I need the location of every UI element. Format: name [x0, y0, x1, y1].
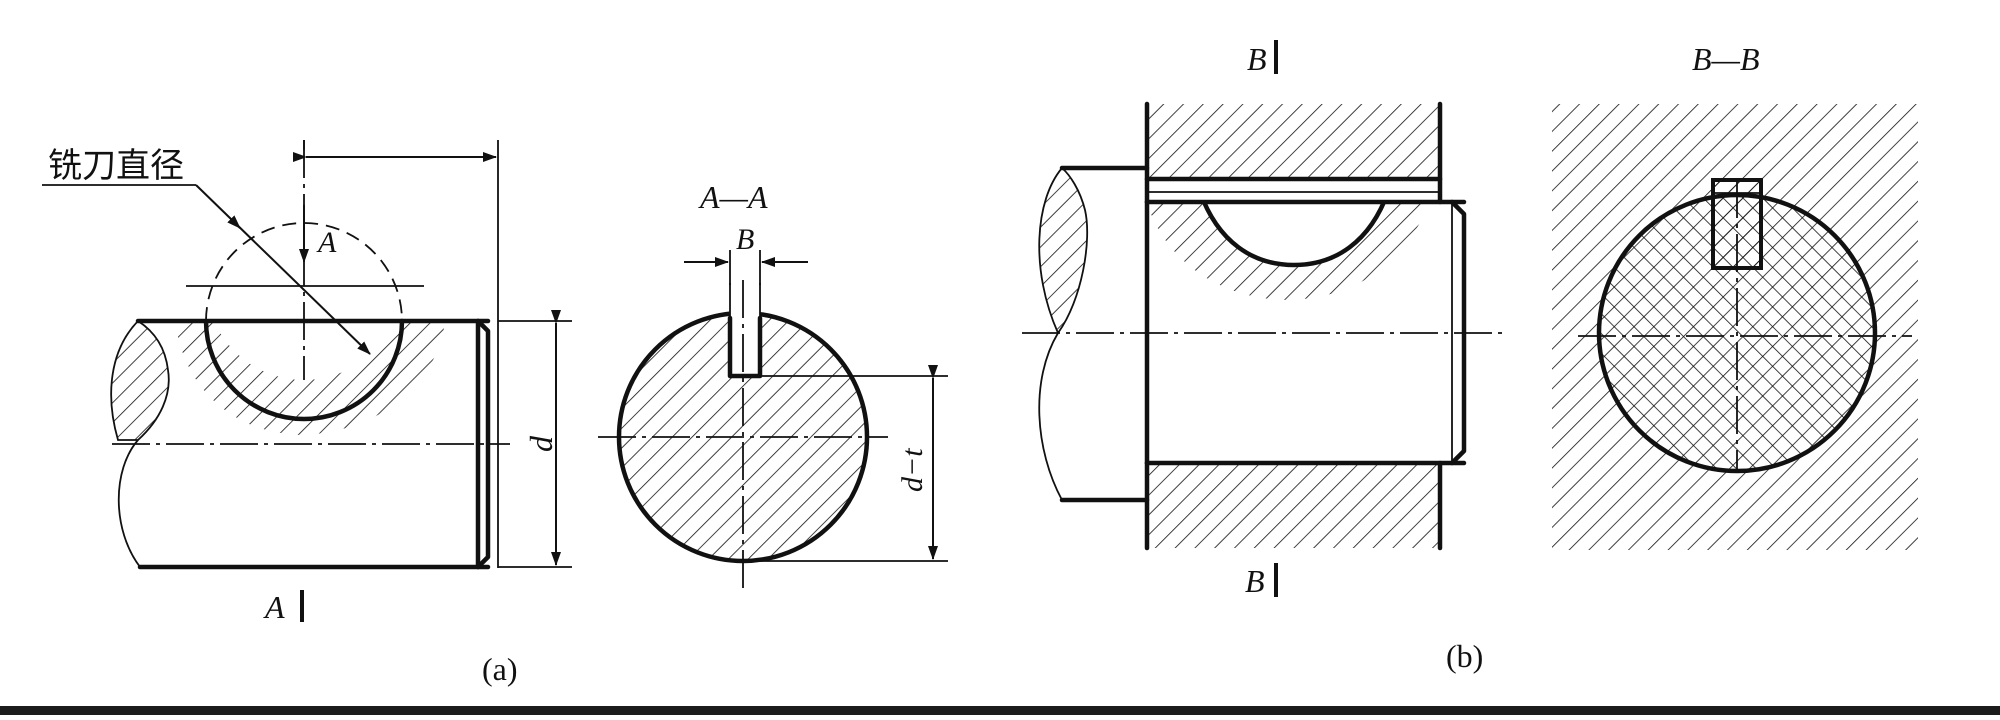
cutter-circle-dashed [205, 222, 403, 322]
view-mark-b-top: B [1247, 41, 1267, 77]
keyseat-arc [203, 318, 405, 422]
cutter-diameter-label: 铣刀直径 [48, 146, 184, 186]
view-mark-a-top: A [316, 226, 337, 259]
section-b-b: B—B [1552, 41, 1918, 550]
keyway-outline-a [727, 315, 763, 379]
keyway-slot-a [730, 282, 760, 377]
left-break-hatch [110, 319, 170, 441]
hub-keyway-band [1147, 179, 1440, 202]
section-a-a: A—A B d−t [598, 179, 948, 592]
view-mark-b-bottom: B [1245, 563, 1265, 599]
left-break-curve [117, 439, 141, 568]
bottom-edge-bar [0, 706, 2000, 715]
hub-upper-block [1147, 104, 1440, 179]
caption-a: (a) [482, 651, 518, 687]
cutter-diameter-arrow-start [227, 215, 241, 229]
d-label: d [523, 435, 559, 452]
left-stub-break-hatch [1038, 166, 1089, 335]
cutter-diameter-line [195, 184, 371, 355]
section-title-a-a: A—A [698, 179, 768, 215]
stub-break-curve-lower [1038, 332, 1063, 501]
width-b-label: B [736, 223, 754, 256]
dt-label: d−t [896, 448, 929, 492]
view-mark-a-bottom: A [263, 589, 285, 625]
shaft-front-view-a: A 铣刀直径 d A (a) [42, 140, 572, 687]
hub-lower-block [1147, 463, 1440, 548]
shaft-end-chamfer [475, 318, 491, 570]
assembly-view-b: B B (b) [1022, 40, 1502, 674]
woodruff-key-b [1196, 189, 1392, 268]
section-title-b-b: B—B [1692, 41, 1760, 77]
caption-b: (b) [1446, 638, 1483, 674]
